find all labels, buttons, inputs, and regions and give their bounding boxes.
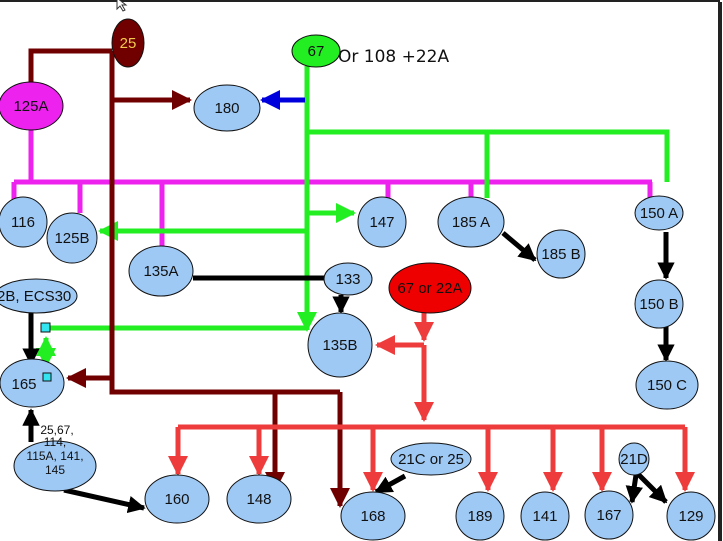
node-150B[interactable]: 150 B (634, 279, 684, 329)
edge-multi-160 (63, 487, 146, 514)
svg-text:160: 160 (164, 491, 189, 508)
svg-text:150 A: 150 A (640, 205, 678, 222)
node-125B[interactable]: 125B (46, 212, 98, 264)
node-168[interactable]: 168 (340, 491, 406, 541)
selection-handle-top[interactable] (40, 322, 51, 333)
node-165[interactable]: 165 (0, 358, 65, 408)
svg-text:115A, 141,: 115A, 141, (26, 449, 83, 463)
svg-text:185 A: 185 A (452, 214, 490, 231)
frame-top-border (0, 0, 720, 2)
svg-text:67: 67 (308, 43, 325, 60)
svg-text:167: 167 (596, 507, 621, 524)
node-25[interactable]: 25 (111, 18, 145, 68)
node-180[interactable]: 180 (193, 84, 261, 132)
node-148[interactable]: 148 (226, 474, 292, 524)
svg-text:180: 180 (214, 100, 239, 117)
node-189[interactable]: 189 (455, 491, 505, 541)
node-150A[interactable]: 150 A (634, 195, 684, 231)
edge-21C-168 (374, 473, 407, 495)
svg-text:185 B: 185 B (541, 246, 580, 263)
svg-text:189: 189 (467, 508, 492, 525)
svg-text:25,67,: 25,67, (40, 423, 73, 437)
edge-21D-167 (625, 474, 643, 504)
node-185A[interactable]: 185 A (437, 196, 505, 248)
svg-text:141: 141 (532, 508, 557, 525)
svg-text:114,: 114, (44, 435, 66, 449)
svg-text:148: 148 (246, 491, 271, 508)
mouse-cursor-icon (116, 0, 128, 12)
edge-67-top-bus (307, 129, 670, 182)
svg-text:133: 133 (335, 271, 360, 288)
svg-text:145: 145 (45, 463, 65, 477)
node-135B[interactable]: 135B (307, 312, 373, 378)
edge-185A-185B (501, 231, 537, 262)
svg-text:135B: 135B (322, 337, 357, 354)
node-multi-prereq[interactable]: 25,67, 114, 115A, 141, 145 (13, 423, 97, 492)
svg-text:150 B: 150 B (639, 296, 678, 313)
selection-handle-bottom[interactable] (42, 372, 52, 382)
svg-text:165: 165 (11, 376, 36, 393)
node-116[interactable]: 116 (0, 196, 48, 248)
node-160[interactable]: 160 (144, 474, 210, 524)
node-185B[interactable]: 185 B (536, 229, 586, 279)
edges-green (36, 66, 670, 368)
edge-21D-129 (636, 472, 668, 504)
node-133[interactable]: 133 (323, 262, 373, 296)
edges-red (168, 312, 695, 492)
svg-text:168: 168 (360, 508, 385, 525)
node-129[interactable]: 129 (666, 491, 716, 541)
svg-text:129: 129 (678, 508, 703, 525)
edges-darkred (28, 48, 350, 508)
svg-text:67 or 22A: 67 or 22A (397, 280, 462, 297)
svg-text:21D: 21D (620, 451, 648, 468)
svg-text:147: 147 (369, 214, 394, 231)
node-150C[interactable]: 150 C (635, 360, 699, 410)
svg-text:125B: 125B (54, 230, 89, 247)
node-135A[interactable]: 135A (128, 245, 194, 297)
node-21D[interactable]: 21D (618, 442, 650, 476)
svg-text:135A: 135A (143, 263, 178, 280)
svg-text:150 C: 150 C (647, 377, 687, 394)
node-141[interactable]: 141 (520, 491, 570, 541)
node-147[interactable]: 147 (357, 196, 407, 248)
svg-text:125A: 125A (13, 98, 48, 115)
node-125A[interactable]: 125A (0, 81, 64, 131)
annotation-text: Or 108 +22A (338, 47, 450, 67)
svg-text:116: 116 (11, 214, 35, 231)
edges-magenta (11, 122, 653, 248)
svg-text:21C or 25: 21C or 25 (398, 451, 464, 468)
node-22B-ECS30[interactable]: 22B, ECS30 (0, 278, 78, 314)
nodes: 25 67 125A 180 116 125B 135A 147 185 A 1… (0, 18, 716, 541)
node-67or22A[interactable]: 67 or 22A (388, 262, 472, 314)
node-67[interactable]: 67 (291, 34, 341, 68)
svg-text:25: 25 (120, 35, 137, 52)
edge-25-125A (28, 48, 112, 86)
edges-black (22, 231, 675, 514)
node-21C-or-25[interactable]: 21C or 25 (390, 442, 472, 476)
frame-right-border (718, 2, 722, 541)
node-167[interactable]: 167 (584, 490, 634, 540)
edge-25-trunk (109, 51, 340, 395)
svg-text:22B, ECS30: 22B, ECS30 (0, 288, 71, 305)
